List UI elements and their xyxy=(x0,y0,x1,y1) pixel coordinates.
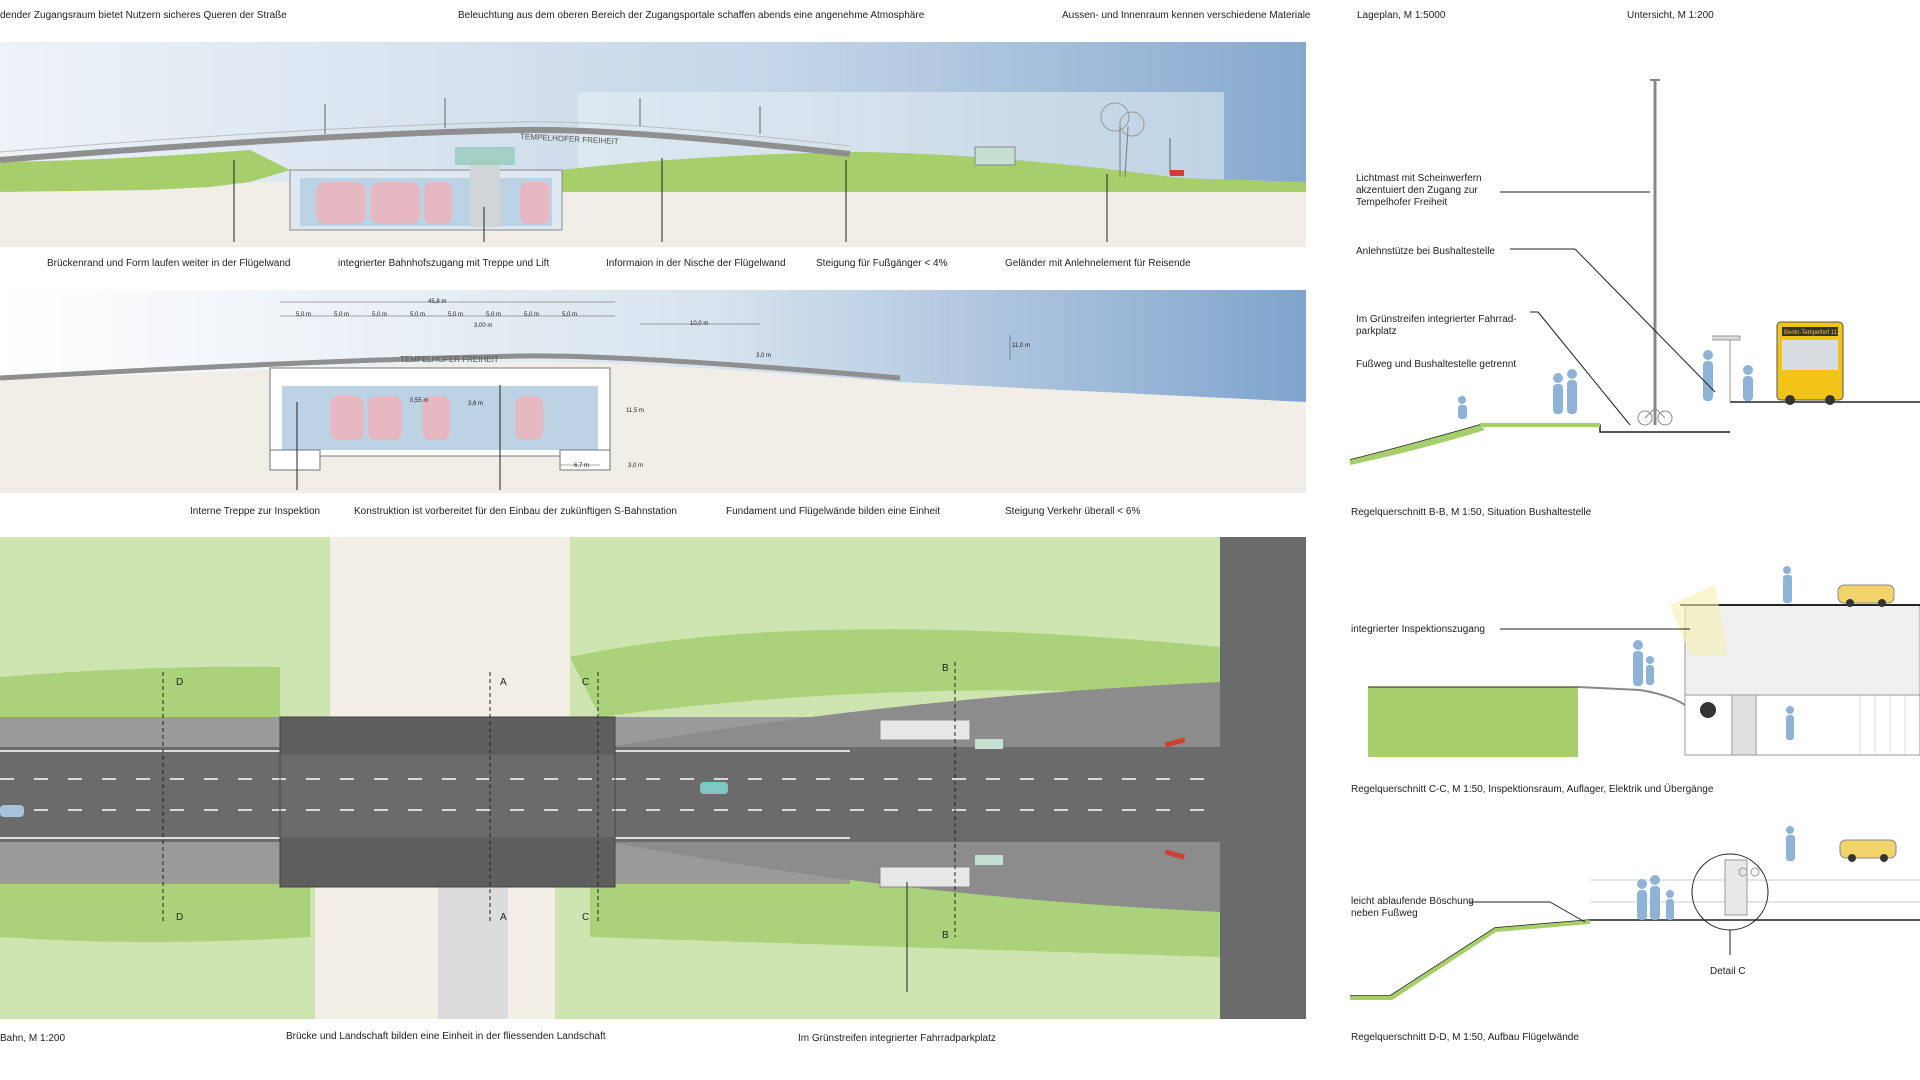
plan-marker-d-bottom: D xyxy=(176,912,184,923)
header-left-text: dender Zugangsraum bietet Nutzern sicher… xyxy=(0,10,287,21)
plan-marker-a-top: A xyxy=(500,677,507,688)
lageplan-title: Lageplan, M 1:5000 xyxy=(1357,10,1446,21)
elevation-label-3: Informaion in der Nische der Flügelwand xyxy=(606,258,786,269)
cc-label-inspektionszugang: integrierter Inspektionszugang xyxy=(1351,624,1485,635)
plan-caption-right: Im Grünstreifen integrierter Fahrradpark… xyxy=(798,1033,996,1044)
plan-marker-a-bottom: A xyxy=(500,912,507,923)
section-dim-2: 5,0 m xyxy=(334,312,350,318)
pedestrian-figures-dd xyxy=(1637,826,1795,920)
plan-marker-c-bottom: C xyxy=(582,912,590,923)
section-label-1: Interne Treppe zur Inspektion xyxy=(190,506,321,517)
plan-marker-b-bottom: B xyxy=(942,930,949,941)
section-label-2: Konstruktion ist vorbereitet für den Ein… xyxy=(354,506,677,517)
section-dim-12: 11,0 m xyxy=(1012,343,1030,349)
plan-marker-b-top: B xyxy=(942,663,949,674)
section-dim-4: 5,0 m xyxy=(410,312,426,318)
bb-caption: Regelquerschnitt B-B, M 1:50, Situation … xyxy=(1351,507,1592,518)
dd-label-boeschung: leicht ablaufende Böschung neben Fußweg xyxy=(1351,896,1474,919)
section-dim-8: 5,0 m xyxy=(562,312,578,318)
plan-marker-d-top: D xyxy=(176,677,184,688)
dd-label-detail-c: Detail C xyxy=(1710,966,1746,977)
section-dim-15: 11,5 m xyxy=(626,408,644,414)
section-dim-1: 5,0 m xyxy=(296,312,312,318)
section-label-4: Steigung Verkehr überall < 6% xyxy=(1005,506,1141,517)
pedestrian-figures-bb xyxy=(1458,350,1753,419)
train-cars-elevation xyxy=(316,182,550,224)
detail-cc-drawing xyxy=(1368,566,1920,757)
cc-caption: Regelquerschnitt C-C, M 1:50, Inspektion… xyxy=(1351,784,1714,795)
dd-caption: Regelquerschnitt D-D, M 1:50, Aufbau Flü… xyxy=(1351,1032,1579,1043)
section-dim-5: 5,0 m xyxy=(448,312,464,318)
bicycle-icon xyxy=(1637,407,1673,426)
detail-dd-drawing xyxy=(1350,826,1920,1000)
bb-label-fahrradparkplatz: Im Grünstreifen integrierter Fahrrad-par… xyxy=(1356,314,1517,337)
section-dim-7: 5,0 m xyxy=(524,312,540,318)
bb-label-mast: Lichtmast mit Scheinwerfern akzentuiert … xyxy=(1356,173,1482,208)
elevation-label-4: Steigung für Fußgänger < 4% xyxy=(816,258,948,269)
car-cc-icon xyxy=(1837,584,1895,607)
header-right-text: Aussen- und Innenraum kennen verschieden… xyxy=(1062,10,1311,21)
section-dim-14: 0,55 m xyxy=(410,398,429,404)
bb-label-fussweg: Fußweg und Bushaltestelle getrennt xyxy=(1356,359,1517,370)
car-dd-icon xyxy=(1839,839,1897,862)
car-plan-2 xyxy=(0,805,24,817)
plan-caption-left: Bahn, M 1:200 xyxy=(0,1033,66,1044)
plan-marker-c-top: C xyxy=(582,677,590,688)
elevation-label-1: Brückenrand und Form laufen weiter in de… xyxy=(47,258,291,269)
bus-icon xyxy=(1776,321,1844,405)
section-dim-13: 3,6 m xyxy=(468,401,484,407)
section-label-3: Fundament und Flügelwände bilden eine Ei… xyxy=(726,506,941,517)
pedestrian-figures-cc xyxy=(1633,566,1794,740)
tree-elevation xyxy=(1100,102,1145,178)
untersicht-title: Untersicht, M 1:200 xyxy=(1627,10,1714,21)
elevation-label-2: integrierter Bahnhofszugang mit Treppe u… xyxy=(338,258,550,269)
header-center-text: Beleuchtung aus dem oberen Bereich der Z… xyxy=(458,10,925,21)
elevation-panel: TEMPELHOFER FREIHEIT xyxy=(0,42,1306,247)
section-sign: TEMPELHOFER FREIHEIT xyxy=(400,355,499,364)
bus-destination-sign: Berlin-Tempelhof 111 xyxy=(1784,330,1840,336)
plan-caption-center: Brücke und Landschaft bilden eine Einhei… xyxy=(286,1031,606,1042)
section-panel: TEMPELHOFER FREIHEIT xyxy=(0,290,1306,493)
car-plan-1 xyxy=(700,782,728,794)
section-dim-3: 5,0 m xyxy=(372,312,388,318)
train-cars-section xyxy=(330,396,543,440)
bb-label-anlehnstuetze: Anlehnstütze bei Bushaltestelle xyxy=(1356,246,1495,257)
section-dim-16: 6,7 m xyxy=(574,463,590,469)
section-dim-6: 5,0 m xyxy=(486,312,502,318)
section-dim-total: 45,8 m xyxy=(428,299,447,305)
section-dim-17: 3,0 m xyxy=(628,463,644,469)
section-dim-10: 10,0 m xyxy=(690,321,709,327)
section-dim-9: 3,00 m xyxy=(474,323,493,329)
section-dim-11: 3,0 m xyxy=(756,353,772,359)
detail-bb-drawing: Berlin-Tempelhof 111 xyxy=(1349,79,1920,465)
elevation-label-5: Geländer mit Anlehnelement für Reisende xyxy=(1005,258,1191,269)
plan-panel xyxy=(0,537,1306,1019)
